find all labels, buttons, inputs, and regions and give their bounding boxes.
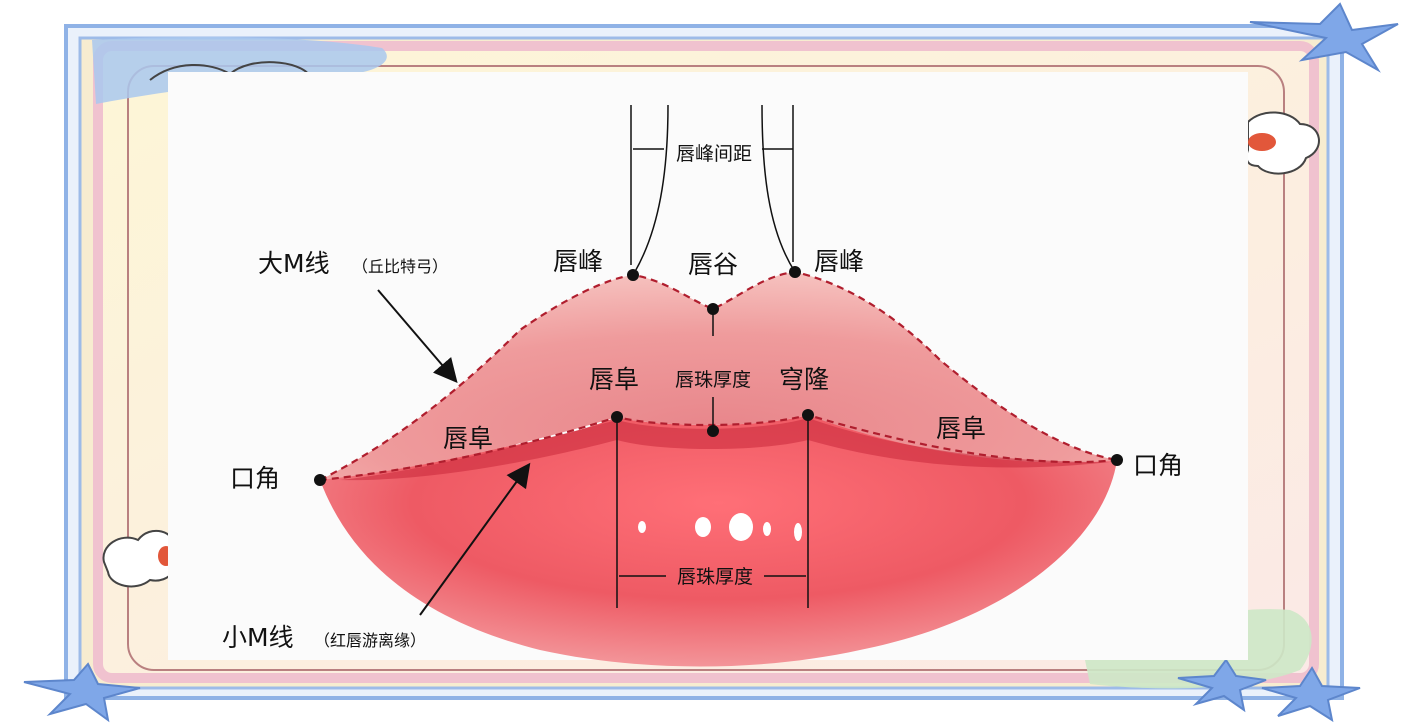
label-tubercle-upper: 唇珠厚度 bbox=[675, 369, 751, 391]
label-valley: 唇谷 bbox=[688, 250, 738, 279]
label-peak-right: 唇峰 bbox=[814, 247, 864, 276]
upper-lip bbox=[320, 272, 1117, 480]
label-big-m: 大M线 bbox=[258, 249, 330, 278]
label-corner-left: 口角 bbox=[230, 464, 280, 493]
star-icon-bottom-right-1 bbox=[1177, 658, 1267, 713]
brush-stroke-top-left bbox=[92, 37, 387, 104]
label-tubercle-lower: 唇珠厚度 bbox=[677, 566, 753, 588]
star-icon-top-right bbox=[1249, 2, 1399, 73]
label-corner-right: 口角 bbox=[1133, 451, 1183, 480]
small-m-line bbox=[319, 413, 1118, 482]
label-mound-left: 唇阜 bbox=[443, 424, 493, 453]
peak-distance-guides bbox=[616, 104, 809, 608]
star-icon-bottom-left bbox=[23, 662, 141, 723]
small-m-arrow bbox=[419, 462, 531, 616]
label-peak-left: 唇峰 bbox=[553, 247, 603, 276]
lip-seam-shadow bbox=[340, 418, 1110, 481]
label-mound-right: 唇阜 bbox=[936, 414, 986, 443]
label-dome: 穹隆 bbox=[779, 365, 829, 394]
big-m-arrow bbox=[377, 289, 458, 384]
flower-icon-right bbox=[1245, 111, 1320, 175]
label-big-m-note: （丘比特弓） bbox=[352, 257, 448, 276]
anchor-points bbox=[314, 266, 1123, 486]
label-small-m: 小M线 bbox=[222, 623, 294, 652]
label-small-m-note: （红唇游离缘） bbox=[314, 631, 426, 650]
star-icon-bottom-right-2 bbox=[1261, 666, 1361, 723]
label-mound-center-left: 唇阜 bbox=[589, 365, 639, 394]
big-m-line bbox=[319, 270, 1118, 481]
label-peak-distance: 唇峰间距 bbox=[676, 143, 752, 165]
lip-highlights bbox=[638, 513, 802, 541]
